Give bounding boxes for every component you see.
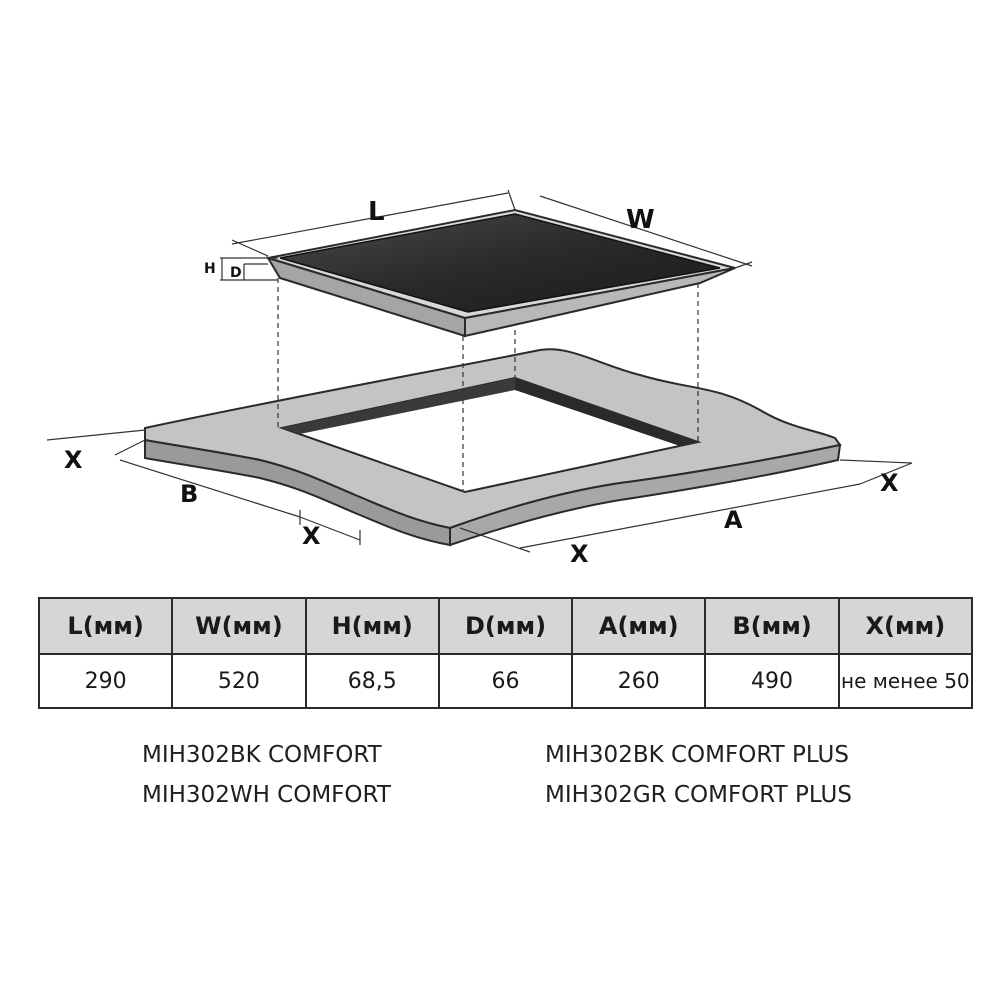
label-W: W xyxy=(626,205,655,235)
header-B: B(мм) xyxy=(704,597,840,655)
models-right-list: MIH302BK COMFORT PLUS MIH302GR COMFORT P… xyxy=(545,735,852,815)
dimensions-table: L(мм) W(мм) H(мм) D(мм) A(мм) B(мм) X(мм… xyxy=(37,597,974,709)
label-B: B xyxy=(180,480,198,508)
value-L: 290 xyxy=(37,653,174,709)
countertop-right-edge xyxy=(449,443,842,547)
header-L: L(мм) xyxy=(37,597,174,655)
table-row: 290 520 68,5 66 260 490 не менее 50 xyxy=(37,653,974,709)
value-W: 520 xyxy=(171,653,307,709)
label-X-left: X xyxy=(64,446,83,474)
label-A: A xyxy=(724,506,743,534)
label-X-bottom-right: X xyxy=(570,540,589,568)
model-name: MIH302GR COMFORT PLUS xyxy=(545,782,852,808)
header-H: H(мм) xyxy=(304,597,440,655)
label-L: L xyxy=(368,197,385,227)
projection-lines xyxy=(277,278,699,490)
header-W: W(мм) xyxy=(171,597,307,655)
value-B: 490 xyxy=(704,653,840,709)
installation-diagram: L W H D X B X A X X xyxy=(46,189,913,568)
value-X: не менее 50 xyxy=(837,653,974,709)
label-X-right: X xyxy=(880,469,899,497)
model-name: MIH302BK COMFORT PLUS xyxy=(545,742,849,768)
label-H: H xyxy=(204,261,216,277)
table-header-row: L(мм) W(мм) H(мм) D(мм) A(мм) B(мм) X(мм… xyxy=(37,597,974,655)
models-left-list: MIH302BK COMFORT MIH302WH COMFORT xyxy=(142,735,391,815)
cutout-inner-back xyxy=(282,378,515,434)
hob-frame-right xyxy=(464,267,736,338)
dimension-lines xyxy=(46,189,913,553)
cutout-inner-right xyxy=(515,378,698,446)
value-D: 66 xyxy=(437,653,574,709)
header-D: D(мм) xyxy=(437,597,574,655)
model-name: MIH302WH COMFORT xyxy=(142,782,391,808)
value-H: 68,5 xyxy=(304,653,440,709)
header-X: X(мм) xyxy=(837,597,974,655)
label-D: D xyxy=(230,265,242,281)
value-A: 260 xyxy=(571,653,707,709)
label-X-bottom-left: X xyxy=(302,522,321,550)
model-name: MIH302BK COMFORT xyxy=(142,742,382,768)
hob-glass xyxy=(279,213,721,313)
header-A: A(мм) xyxy=(571,597,707,655)
